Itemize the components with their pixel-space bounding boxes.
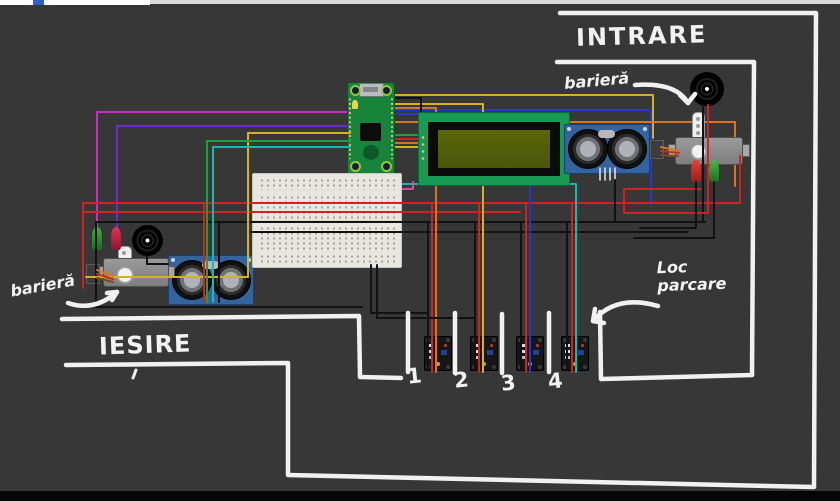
outer-boundary-line [63,10,819,490]
screw-dot [643,127,647,131]
onboard-led [352,100,358,109]
mount-hole [350,161,361,172]
right-cluster-wires [599,104,715,239]
spot-number-1: 1 [405,363,423,389]
mount-hole [350,85,361,96]
servo-exit-barrier [103,258,169,287]
breadboard-rail-bottom [259,254,395,264]
lcd-screen [438,130,550,168]
led-red-exit [111,227,121,250]
window-edge-strip [0,0,840,4]
breadboard [252,173,402,268]
exit-lane-line [59,313,404,381]
pin-header-right [390,97,394,159]
entrance-label: INTRARE [575,20,708,52]
arrow-loc-parcare [590,300,661,324]
window-edge-highlight [0,0,150,5]
led-green-entrance [709,160,719,182]
raspberry-logo [363,145,379,160]
entrance-lane-line [554,59,757,382]
led-red-entrance [691,160,701,182]
left-cluster-wires [85,132,351,303]
breadboard-rail-top [259,178,395,190]
exit-label: IESIRE [98,329,192,361]
arrowhead [590,306,607,326]
screw-dot [567,127,571,131]
lcd-pin-pads [420,134,426,162]
spot-sensor-wires [370,201,577,373]
power-rails [82,155,741,308]
bottom-letterbox-bar [0,491,840,501]
lane-lines [59,10,819,490]
rp2040-chip [360,123,381,141]
breadboard-strip-a [259,195,395,219]
arrowhead [677,91,698,106]
mount-hole [381,161,392,172]
buzzer-exit [132,225,163,256]
spot-number-2: 2 [452,367,470,393]
pin-header-left [348,97,352,159]
parking-spot-label-line2: parcare [656,273,727,296]
cedilla-mark [131,368,138,380]
crystal-oscillator [598,130,615,138]
mount-hole [381,85,392,96]
breadboard-strip-b [259,226,395,250]
spot-number-3: 3 [499,370,517,396]
ultrasonic-sensor-exit [168,255,254,305]
servo-hub [116,266,134,284]
browser-icon-fragment [33,0,44,5]
buzzer-entrance [690,72,724,106]
arrowhead [104,289,120,303]
parking-spot-label: Loc parcare [656,257,726,295]
crystal-oscillator [202,261,219,269]
spot-number-4: 4 [546,368,564,394]
ultrasonic-sensor-entrance [564,124,650,174]
lcd-display-16x2 [418,112,570,186]
annotation-arrows [65,82,698,326]
screw-dot [171,258,175,262]
